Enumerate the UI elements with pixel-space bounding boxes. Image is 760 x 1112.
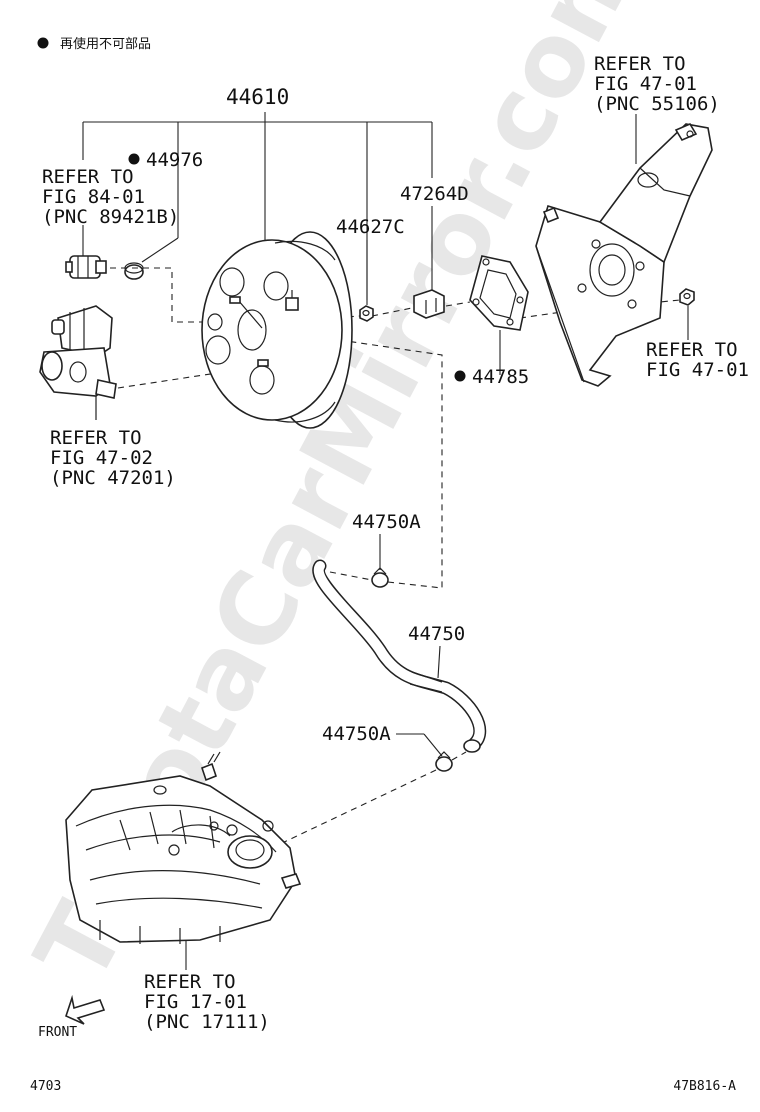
dash-pedal-to-nut — [639, 299, 681, 305]
brake-booster-part — [201, 231, 353, 429]
ref-fig-17-01: REFER TO FIG 17-01 (PNC 17111) — [144, 971, 270, 1033]
ref-line: FIG 47-01 — [594, 73, 697, 95]
ref-line: REFER TO — [144, 971, 236, 993]
dash-clamp-top-right — [387, 581, 443, 589]
vacuum-sensor-part — [65, 255, 107, 279]
ref-line: REFER TO — [50, 427, 142, 449]
figure-code: 47B816-A — [673, 1079, 736, 1094]
clip-47264d-part — [413, 289, 445, 319]
nut-right-part — [679, 288, 695, 306]
dash-booster-to-hose — [284, 331, 443, 588]
label-44750a-bottom: 44750A — [322, 723, 391, 745]
dash-clamp-bottom — [451, 751, 467, 761]
master-cylinder-part — [39, 305, 117, 420]
label-44785: 44785 — [472, 366, 529, 388]
gasket-44785-part — [469, 255, 529, 331]
legend-text: 再使用不可部品 — [60, 36, 151, 52]
label-44610: 44610 — [226, 85, 289, 109]
ref-line: FIG 84-01 — [42, 186, 145, 208]
label-44750a-top: 44750A — [352, 511, 421, 533]
ref-fig-47-01-top: REFER TO FIG 47-01 (PNC 55106) — [594, 53, 720, 115]
ref-line: (PNC 89421B) — [42, 206, 179, 228]
front-arrow-icon — [65, 994, 106, 1025]
dash-bracket-to-gasket — [445, 301, 471, 307]
ref-line: REFER TO — [646, 339, 738, 361]
dash-clamp-top — [329, 571, 373, 581]
clamp-44750a-top-part — [371, 567, 389, 588]
intake-manifold-part — [65, 751, 302, 944]
non-reusable-bullet-icon — [454, 370, 466, 382]
dash-sensor-to-booster — [110, 267, 215, 323]
page-code: 4703 — [30, 1079, 61, 1094]
ref-fig-47-01-right: REFER TO FIG 47-01 — [646, 339, 749, 381]
ref-line: FIG 47-01 — [646, 359, 749, 381]
ref-line: REFER TO — [594, 53, 686, 75]
clamp-44750a-bottom-part — [435, 751, 453, 772]
ref-fig-47-02: REFER TO FIG 47-02 (PNC 47201) — [50, 427, 176, 489]
pedal-bracket-part — [535, 122, 713, 387]
washer-44976-part — [124, 262, 144, 280]
ref-line: FIG 17-01 — [144, 991, 247, 1013]
ref-line: (PNC 17111) — [144, 1011, 270, 1033]
legend-bullet-icon — [37, 37, 49, 49]
nut-44627c-part — [359, 305, 374, 322]
ref-line: (PNC 47201) — [50, 467, 176, 489]
ref-line: FIG 47-02 — [50, 447, 153, 469]
front-label: FRONT — [38, 1025, 77, 1040]
label-44976: 44976 — [146, 149, 203, 171]
label-44750: 44750 — [408, 623, 465, 645]
dash-hose-to-manifold — [279, 769, 437, 845]
ref-line: REFER TO — [42, 166, 134, 188]
vacuum-hose-44750-part — [312, 559, 487, 753]
non-reusable-bullet-icon — [128, 153, 140, 165]
ref-line: (PNC 55106) — [594, 93, 720, 115]
label-44627c: 44627C — [336, 216, 405, 238]
ref-fig-84-01: REFER TO FIG 84-01 (PNC 89421B) — [42, 166, 179, 228]
dash-nut-to-bracket — [371, 307, 413, 317]
label-47264d: 47264D — [400, 183, 469, 205]
